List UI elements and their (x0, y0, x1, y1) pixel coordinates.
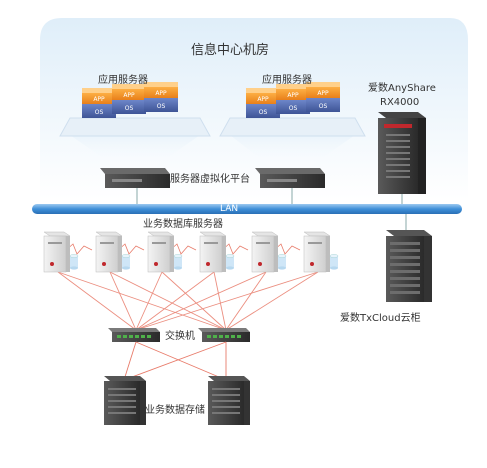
stack-os-text: OS (125, 105, 134, 112)
stack-app-text: APP (317, 90, 329, 97)
app-server-label-left: 应用服务器 (98, 75, 148, 86)
stack-app-text: APP (155, 90, 167, 97)
virtualization-label: 服务器虚拟化平台 (170, 174, 250, 185)
database-icon (69, 254, 79, 270)
stack-os-text: OS (157, 103, 166, 110)
virtualization-host-left (100, 168, 170, 188)
projection-beam-right (230, 135, 355, 170)
switch-left (108, 328, 160, 342)
stack-os-text: OS (95, 109, 104, 116)
lan-bus (32, 204, 462, 214)
stack-app-text: APP (123, 92, 135, 99)
stack-os-text: OS (319, 103, 328, 110)
app-stack: APP OS (112, 84, 146, 114)
database-icon (173, 254, 183, 270)
db-server (251, 231, 287, 273)
db-server (43, 231, 79, 273)
app-stack: APP OS (246, 88, 280, 118)
stack-app-text: APP (93, 96, 105, 103)
app-stack: APP OS (82, 88, 116, 118)
db-server-row (43, 231, 339, 273)
app-server-label-right: 应用服务器 (262, 75, 312, 86)
switch-right (198, 328, 250, 342)
txcloud-cabinet (386, 230, 432, 302)
platform-right (219, 117, 366, 137)
storage-tower-left (104, 376, 146, 425)
app-stack-group-left: APP OS APP OS APP OS (82, 82, 178, 118)
stack-os-text: OS (259, 109, 268, 116)
connection-web (57, 271, 319, 331)
lan-label: LAN (220, 204, 239, 214)
database-icon (121, 254, 131, 270)
stack-app-text: APP (287, 92, 299, 99)
txcloud-label: 爱数TxCloud云柜 (340, 313, 421, 324)
db-server-label: 业务数据库服务器 (143, 219, 223, 230)
virtualization-host-right (255, 168, 325, 188)
stack-os-text: OS (289, 105, 298, 112)
app-stack-group-right: APP OS APP OS APP OS (246, 82, 340, 118)
app-stack: APP OS (276, 84, 310, 114)
db-server (199, 231, 235, 273)
database-icon (277, 254, 287, 270)
database-icon (329, 254, 339, 270)
anyshare-label: 爱数AnyShare (368, 83, 436, 94)
anyshare-rx4000-tower (378, 112, 426, 194)
database-icon (225, 254, 235, 270)
storage-links (123, 341, 227, 381)
lan-drops (136, 188, 407, 232)
anyshare-model-label: RX4000 (380, 97, 420, 108)
db-server (147, 231, 183, 273)
diagram-title: 信息中心机房 (191, 43, 270, 58)
platform-left (59, 117, 211, 137)
stack-app-text: APP (257, 96, 269, 103)
db-server (95, 231, 131, 273)
storage-label: 业务数据存储 (145, 405, 205, 416)
app-stack: APP OS (306, 82, 340, 112)
storage-tower-right (208, 376, 250, 425)
server-links (65, 243, 301, 255)
projection-beam-left (70, 135, 200, 170)
switch-label: 交换机 (165, 331, 195, 342)
app-stack: APP OS (144, 82, 178, 112)
db-server (303, 231, 339, 273)
